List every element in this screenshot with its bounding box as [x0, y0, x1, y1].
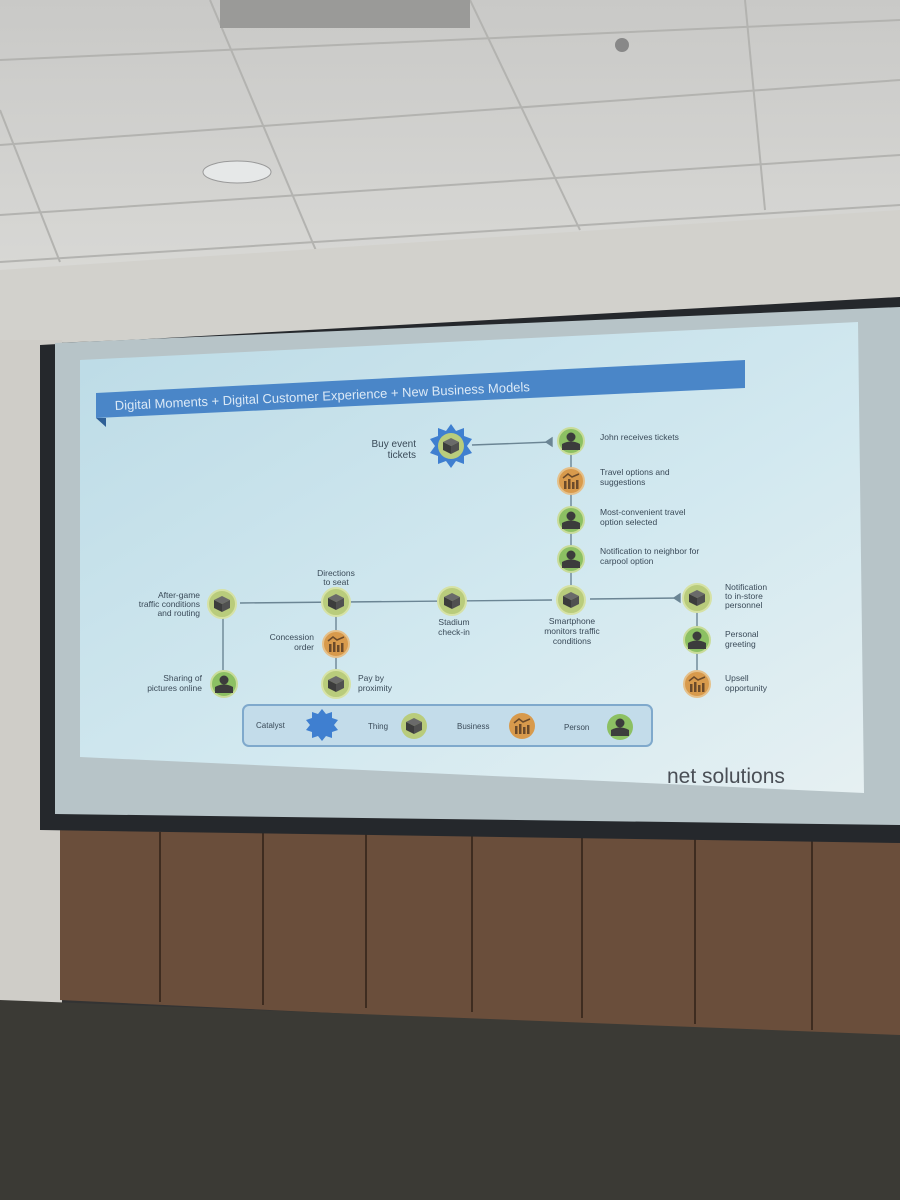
business-node-concession [322, 630, 350, 658]
panel-seams [159, 832, 813, 1030]
person-node-greeting [683, 626, 711, 654]
thing-node-stadium [437, 586, 467, 616]
net-solutions-logo: net solutions [667, 765, 785, 788]
ceiling-grid [0, 0, 900, 263]
thing-node-directions [321, 587, 351, 617]
person-node-john [557, 427, 585, 455]
thing-node-pay [321, 669, 351, 699]
thing-node-aftergame [207, 589, 237, 619]
title-banner [96, 360, 745, 418]
thing-node-smartphone [556, 585, 586, 615]
legend-business-label: Business [457, 722, 489, 731]
label-john: John receives tickets [600, 432, 679, 442]
person-node-convenient [557, 506, 585, 534]
legend-business-icon [509, 713, 535, 739]
sprinkler [615, 38, 629, 52]
ceiling-light [202, 160, 272, 184]
legend-box [242, 704, 653, 747]
business-node-travel [557, 467, 585, 495]
wood-paneling [60, 830, 900, 1040]
floor [0, 1000, 900, 1200]
catalyst-node-buy-tickets [430, 424, 472, 468]
person-node-neighbor [557, 545, 585, 573]
slide [80, 322, 864, 793]
legend-catalyst-icon [306, 709, 338, 741]
business-node-upsell [683, 670, 711, 698]
person-node-sharing [210, 670, 238, 698]
legend-thing-label: Thing [368, 722, 388, 731]
banner-fold [96, 418, 106, 427]
legend-person-label: Person [564, 723, 589, 732]
legend-catalyst-label: Catalyst [256, 721, 286, 730]
legend-person-icon [607, 714, 633, 740]
thing-node-instore [682, 583, 712, 613]
air-vent [220, 0, 470, 28]
legend-thing-icon [401, 713, 427, 739]
